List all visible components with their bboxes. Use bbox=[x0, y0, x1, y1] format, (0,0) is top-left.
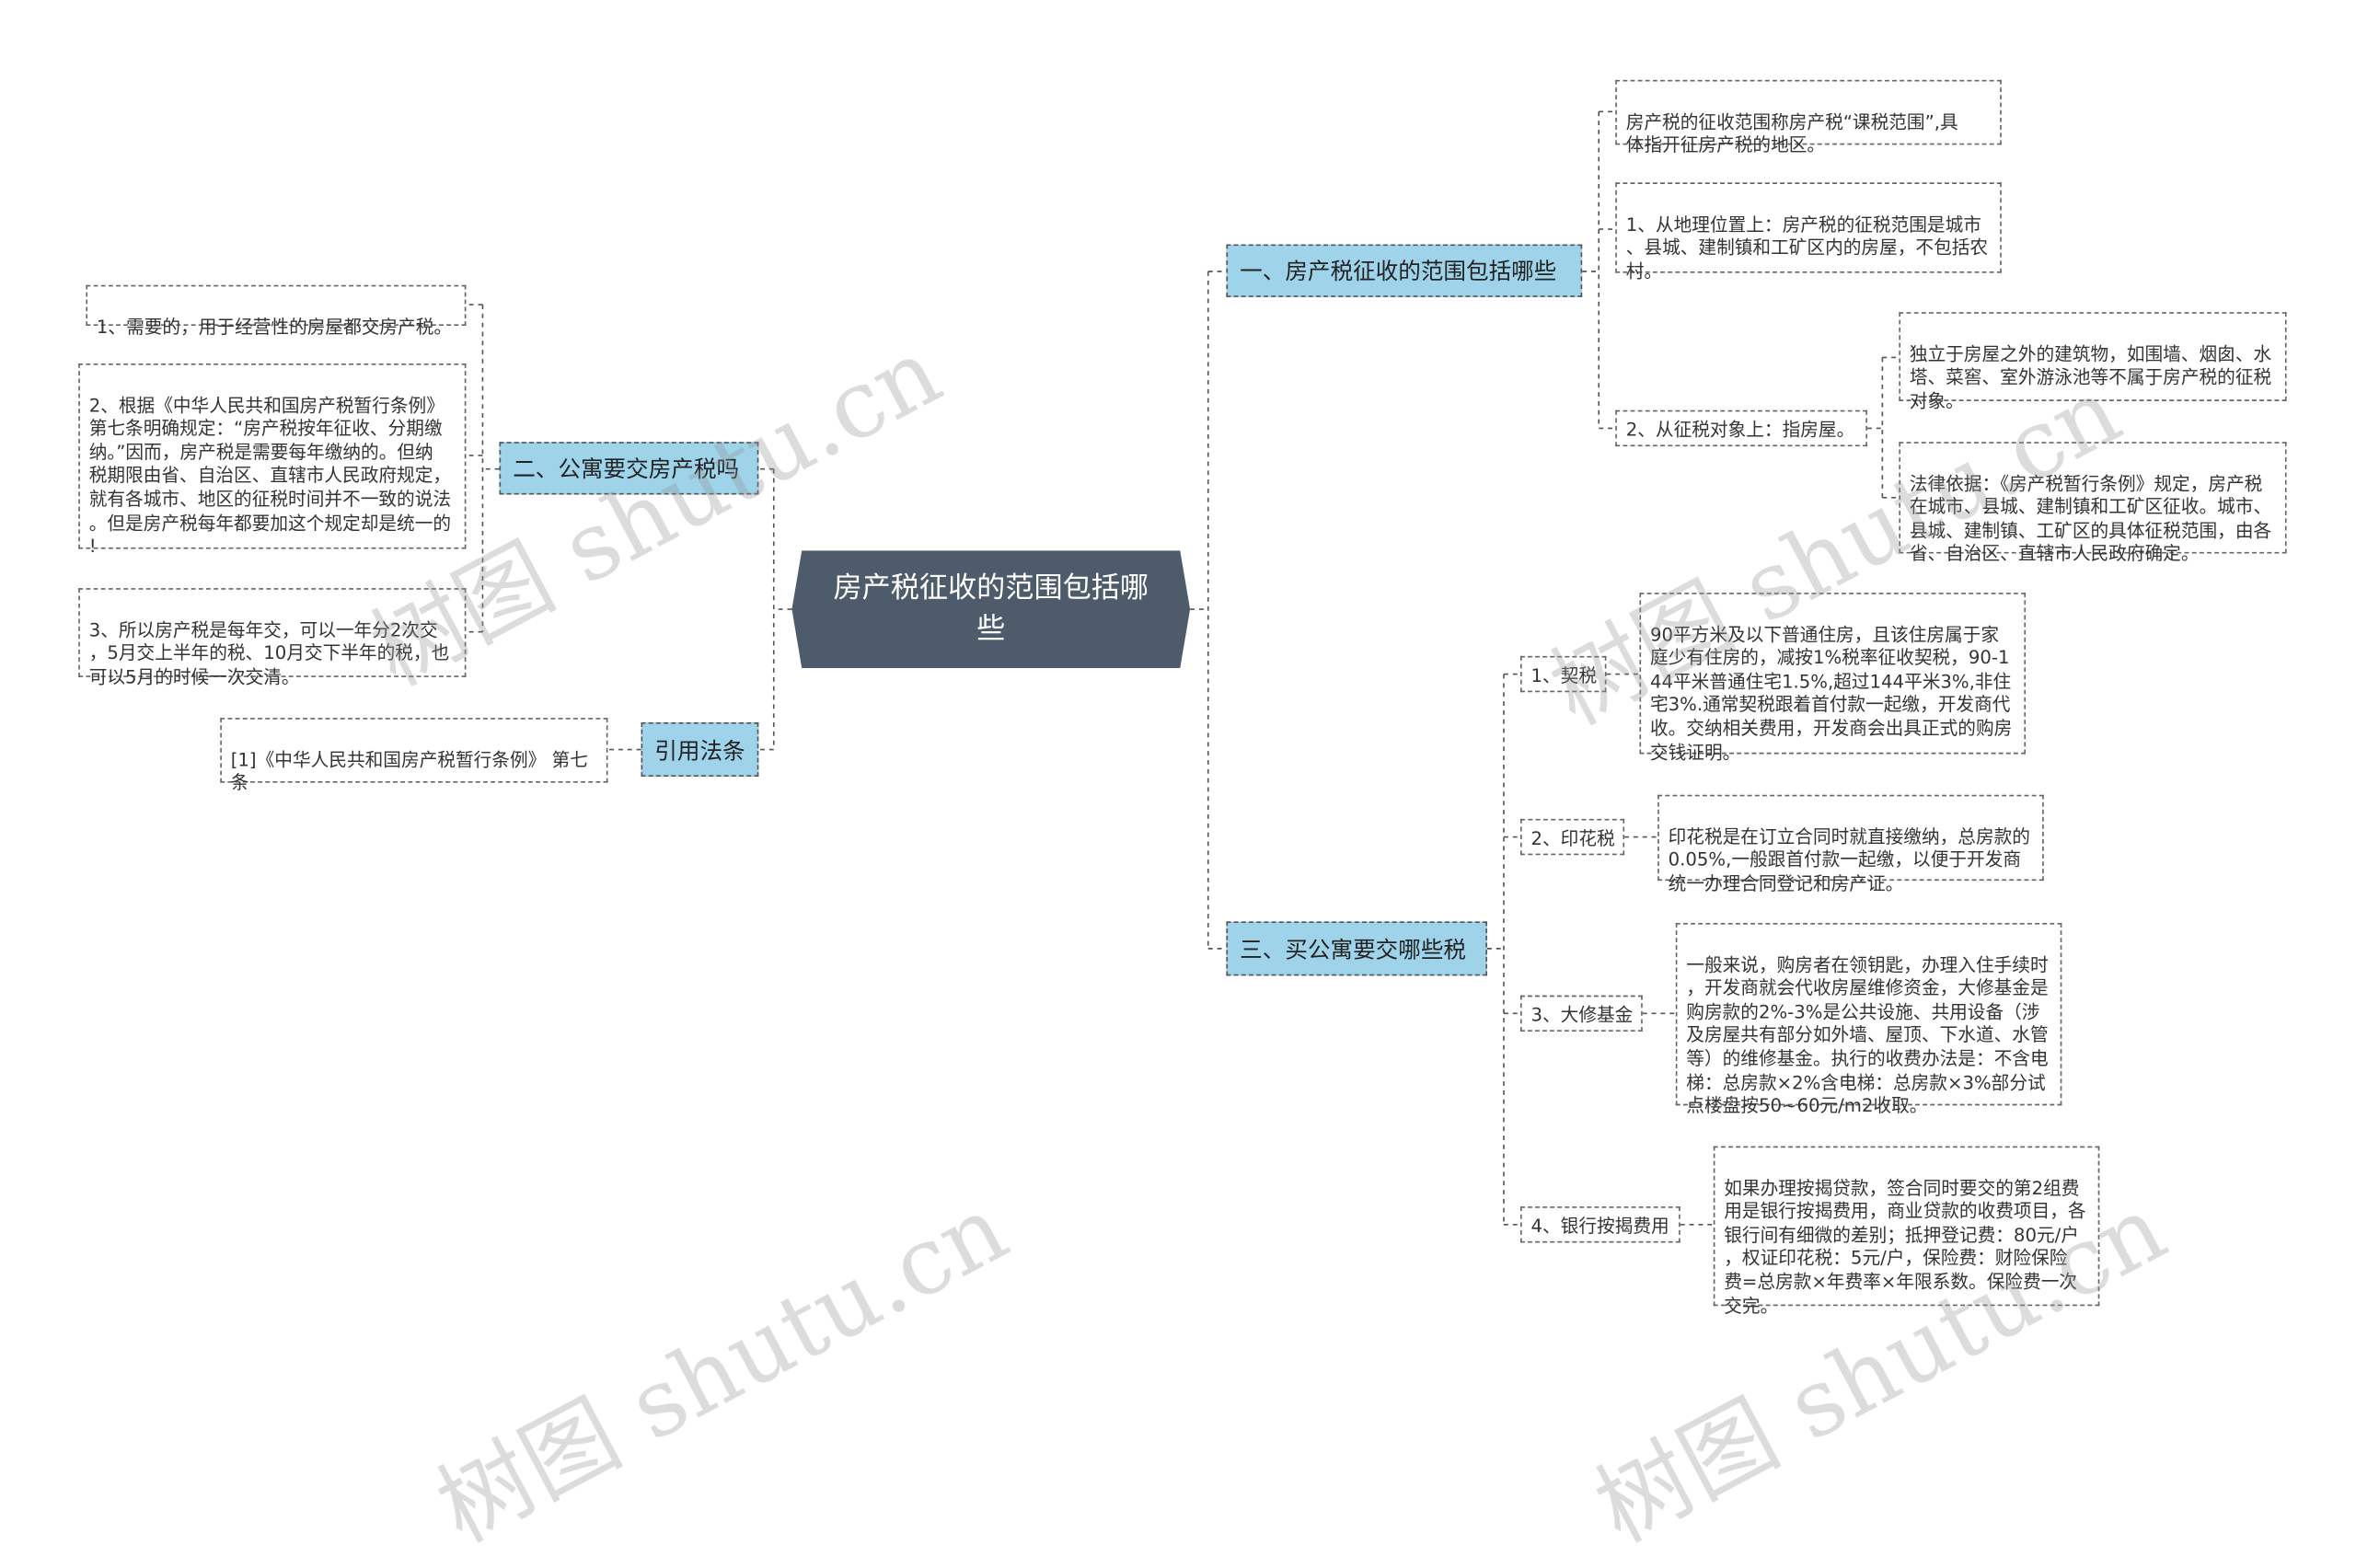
leaf-legal-basis[interactable]: 法律依据：《房产税暂行条例》规定，房产税 在城市、县城、建制镇和工矿区征收。城市… bbox=[1899, 442, 2287, 565]
leaf-stamp-tax-detail[interactable]: 印花税是在订立合同时就直接缴纳，总房款的 0.05%,一般跟首付款一起缴，以便于… bbox=[1657, 794, 2044, 894]
leaf-scope-definition-text: 房产税的征收范围称房产税“课税范围”,具 体指开征房产税的地区。 bbox=[1625, 110, 1958, 156]
leaf-regulation-article[interactable]: 2、根据《中华人民共和国房产税暂行条例》 第七条明确规定：“房产税按年征收、分期… bbox=[78, 363, 467, 557]
leaf-stamp-tax-detail-text: 印花税是在订立合同时就直接缴纳，总房款的 0.05%,一般跟首付款一起缴，以便于… bbox=[1668, 825, 2030, 894]
leaf-mortgage-fees-detail-text: 如果办理按揭贷款，签合同时要交的第2组费 用是银行按揭费用，商业贷款的收费项目，… bbox=[1724, 1177, 2086, 1317]
node-stamp-tax-label: 2、印花税 bbox=[1530, 826, 1615, 848]
branch-tax-scope-label: 一、房产税征收的范围包括哪些 bbox=[1240, 258, 1557, 285]
node-deed-tax[interactable]: 1、契税 bbox=[1520, 655, 1607, 693]
leaf-payment-schedule[interactable]: 3、所以房产税是每年交，可以一年分2次交 ，5月交上半年的税、10月交下半年的税… bbox=[78, 588, 467, 687]
leaf-payment-schedule-text: 3、所以房产税是每年交，可以一年分2次交 ，5月交上半年的税、10月交下半年的税… bbox=[88, 618, 450, 687]
leaf-scope-definition[interactable]: 房产税的征收范围称房产税“课税范围”,具 体指开征房产税的地区。 bbox=[1615, 79, 2002, 156]
leaf-excluded-structures-text: 独立于房屋之外的建筑物，如围墙、烟囱、水 塔、菜窖、室外游泳池等不属于房产税的征… bbox=[1909, 343, 2272, 412]
node-maintenance-fund-label: 3、大修基金 bbox=[1530, 1003, 1634, 1025]
leaf-geographic-scope-text: 1、从地理位置上：房产税的征税范围是城市 、县城、建制镇和工矿区内的房屋，不包括… bbox=[1625, 213, 1989, 282]
leaf-apartment-answer[interactable]: 1、需要的，用于经营性的房屋都交房产税。 bbox=[86, 284, 467, 337]
node-maintenance-fund[interactable]: 3、大修基金 bbox=[1520, 995, 1643, 1032]
root-topic[interactable]: 房产税征收的范围包括哪些 bbox=[791, 550, 1191, 669]
leaf-regulation-article-text: 2、根据《中华人民共和国房产税暂行条例》 第七条明确规定：“房产税按年征收、分期… bbox=[88, 394, 452, 558]
node-stamp-tax[interactable]: 2、印花税 bbox=[1520, 818, 1625, 856]
leaf-legal-basis-text: 法律依据：《房产税暂行条例》规定，房产税 在城市、县城、建制镇和工矿区征收。城市… bbox=[1909, 472, 2272, 565]
leaf-deed-tax-detail[interactable]: 90平方米及以下普通住房，且该住房属于家 庭少有住房的，减按1%税率征收契税，9… bbox=[1639, 593, 2027, 763]
leaf-maintenance-fund-detail-text: 一般来说，购房者在领钥匙，办理入住手续时 ，开发商就会代收房屋维修资金，大修基金… bbox=[1686, 953, 2049, 1117]
node-mortgage-fees[interactable]: 4、银行按揭费用 bbox=[1520, 1206, 1680, 1243]
mindmap-canvas: 房产税征收的范围包括哪些 一、房产税征收的范围包括哪些 房产税的征收范围称房产税… bbox=[78, 79, 2287, 1563]
node-mortgage-fees-label: 4、银行按揭费用 bbox=[1530, 1215, 1669, 1237]
branch-apartment-tax[interactable]: 二、公寓要交房产税吗 bbox=[499, 442, 759, 495]
node-tax-object[interactable]: 2、从征税对象上：指房屋。 bbox=[1615, 409, 1867, 447]
branch-apartment-tax-label: 二、公寓要交房产税吗 bbox=[513, 455, 740, 483]
connector-lines bbox=[466, 110, 1900, 1226]
leaf-maintenance-fund-detail[interactable]: 一般来说，购房者在领钥匙，办理入住手续时 ，开发商就会代收房屋维修资金，大修基金… bbox=[1675, 923, 2062, 1116]
leaf-deed-tax-detail-text: 90平方米及以下普通住房，且该住房属于家 庭少有住房的，减按1%税率征收契税，9… bbox=[1649, 623, 2013, 763]
leaf-apartment-answer-text: 1、需要的，用于经营性的房屋都交房产税。 bbox=[96, 316, 453, 338]
node-deed-tax-label: 1、契税 bbox=[1530, 663, 1598, 686]
leaf-citation-text: [1]《中华人民共和国房产税暂行条例》 第七 条 bbox=[230, 748, 588, 794]
leaf-citation[interactable]: [1]《中华人民共和国房产税暂行条例》 第七 条 bbox=[220, 718, 608, 793]
leaf-mortgage-fees-detail[interactable]: 如果办理按揭贷款，签合同时要交的第2组费 用是银行按揭费用，商业贷款的收费项目，… bbox=[1713, 1146, 2100, 1316]
branch-purchase-taxes-label: 三、买公寓要交哪些税 bbox=[1240, 935, 1467, 963]
branch-purchase-taxes[interactable]: 三、买公寓要交哪些税 bbox=[1226, 921, 1487, 976]
branch-cited-law-label: 引用法条 bbox=[654, 736, 745, 765]
leaf-geographic-scope[interactable]: 1、从地理位置上：房产税的征税范围是城市 、县城、建制镇和工矿区内的房屋，不包括… bbox=[1615, 182, 2002, 282]
branch-tax-scope[interactable]: 一、房产税征收的范围包括哪些 bbox=[1226, 244, 1583, 297]
branch-cited-law[interactable]: 引用法条 bbox=[641, 722, 759, 778]
root-topic-label: 房产税征收的范围包括哪些 bbox=[833, 571, 1149, 646]
node-tax-object-label: 2、从征税对象上：指房屋。 bbox=[1625, 418, 1855, 440]
leaf-excluded-structures[interactable]: 独立于房屋之外的建筑物，如围墙、烟囱、水 塔、菜窖、室外游泳池等不属于房产税的征… bbox=[1899, 312, 2287, 411]
